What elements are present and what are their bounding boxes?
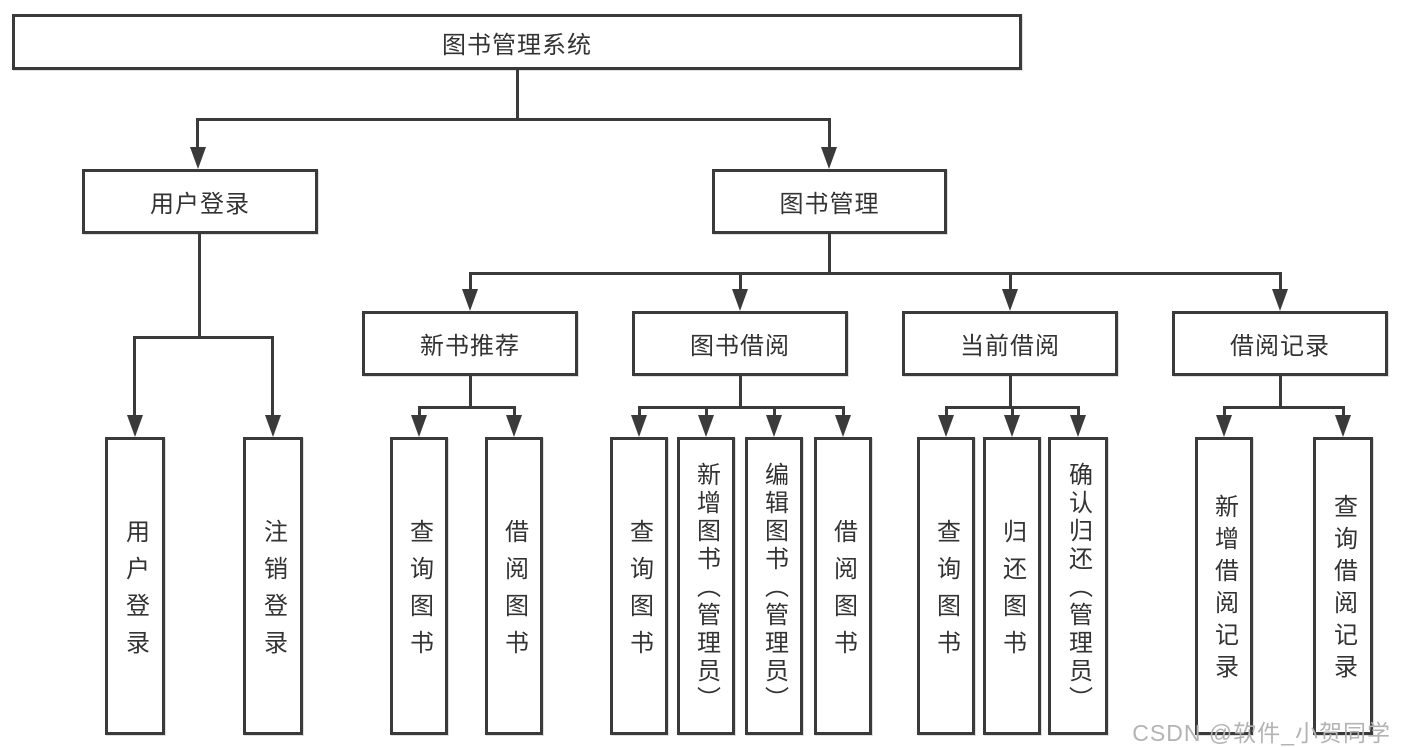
node-user-login-label: 用户登录 bbox=[150, 191, 250, 218]
node-current-borrow-label: 当前借阅 bbox=[960, 333, 1060, 360]
connector-drop-br-query bbox=[1342, 406, 1345, 418]
arrowhead-down-icon bbox=[821, 147, 837, 169]
connector-book-mgmt-bar bbox=[469, 272, 1282, 275]
arrowhead-down-icon bbox=[1070, 415, 1086, 437]
connector-book-borrow-bar bbox=[638, 406, 845, 409]
node-current-borrow: 当前借阅 bbox=[902, 311, 1118, 376]
node-root: 图书管理系统 bbox=[12, 14, 1022, 70]
arrowhead-down-icon bbox=[938, 415, 954, 437]
connector-drop-new-books bbox=[469, 272, 472, 291]
connector-drop-cb-return bbox=[1011, 406, 1014, 418]
arrowhead-down-icon bbox=[1335, 415, 1351, 437]
node-leaf-cb-confirm-label: 确认归还（管理员） bbox=[1064, 462, 1092, 714]
node-leaf-bb-borrow-label: 借阅图书 bbox=[829, 518, 857, 667]
connector-current-borrow-stem bbox=[1009, 376, 1012, 409]
node-leaf-logout: 注销登录 bbox=[243, 437, 303, 735]
node-book-mgmt: 图书管理 bbox=[712, 169, 947, 234]
connector-drop-logout bbox=[271, 336, 274, 416]
connector-borrow-records-bar bbox=[1223, 406, 1345, 409]
node-book-borrow-label: 图书借阅 bbox=[690, 333, 790, 360]
node-leaf-cb-query: 查询图书 bbox=[917, 437, 975, 735]
node-leaf-bb-query: 查询图书 bbox=[610, 437, 668, 735]
node-leaf-br-query-label: 查询借阅记录 bbox=[1329, 494, 1357, 686]
connector-root-stem bbox=[516, 70, 519, 121]
arrowhead-down-icon bbox=[732, 289, 748, 311]
node-leaf-bb-borrow: 借阅图书 bbox=[814, 437, 872, 735]
node-leaf-nb-borrow: 借阅图书 bbox=[485, 437, 543, 735]
node-leaf-bb-edit-label: 编辑图书（管理员） bbox=[760, 462, 788, 714]
connector-book-mgmt-stem bbox=[828, 234, 831, 275]
node-leaf-br-query: 查询借阅记录 bbox=[1313, 437, 1373, 735]
arrowhead-down-icon bbox=[835, 415, 851, 437]
connector-drop-book-borrow bbox=[739, 272, 742, 291]
arrowhead-down-icon bbox=[1272, 289, 1288, 311]
connector-drop-borrow-records bbox=[1279, 272, 1282, 291]
node-borrow-records: 借阅记录 bbox=[1172, 311, 1388, 376]
node-leaf-br-add-label: 新增借阅记录 bbox=[1210, 494, 1238, 686]
arrowhead-down-icon bbox=[190, 147, 206, 169]
connector-drop-user-login bbox=[196, 118, 199, 150]
connector-drop-current-borrow bbox=[1009, 272, 1012, 291]
node-book-mgmt-label: 图书管理 bbox=[779, 191, 880, 218]
node-leaf-cb-return: 归还图书 bbox=[983, 437, 1041, 735]
node-leaf-bb-add-label: 新增图书（管理员） bbox=[692, 462, 720, 714]
connector-user-login-stem bbox=[198, 234, 201, 338]
watermark: CSDN @软件_小贺同学 bbox=[1132, 720, 1391, 746]
node-leaf-bb-add: 新增图书（管理员） bbox=[677, 437, 735, 735]
node-new-books-label: 新书推荐 bbox=[420, 333, 520, 360]
connector-drop-nb-borrow bbox=[513, 406, 516, 418]
node-leaf-nb-borrow-label: 借阅图书 bbox=[500, 518, 528, 667]
node-borrow-records-label: 借阅记录 bbox=[1230, 333, 1330, 360]
connector-drop-bb-borrow bbox=[842, 406, 845, 418]
arrowhead-down-icon bbox=[127, 415, 143, 437]
node-leaf-login: 用户登录 bbox=[105, 437, 165, 735]
node-leaf-cb-return-label: 归还图书 bbox=[998, 518, 1026, 667]
node-leaf-logout-label: 注销登录 bbox=[259, 518, 287, 667]
connector-drop-bb-edit bbox=[773, 406, 776, 418]
node-new-books: 新书推荐 bbox=[362, 311, 578, 376]
connector-book-borrow-stem bbox=[739, 376, 742, 409]
connector-user-login-bar bbox=[133, 336, 274, 339]
node-leaf-cb-query-label: 查询图书 bbox=[932, 518, 960, 667]
arrowhead-down-icon bbox=[1004, 415, 1020, 437]
node-leaf-login-label: 用户登录 bbox=[121, 518, 149, 667]
connector-drop-br-add bbox=[1223, 406, 1226, 418]
arrowhead-down-icon bbox=[265, 415, 281, 437]
connector-drop-cb-query bbox=[945, 406, 948, 418]
node-leaf-cb-confirm: 确认归还（管理员） bbox=[1048, 437, 1108, 735]
arrowhead-down-icon bbox=[462, 289, 478, 311]
arrowhead-down-icon bbox=[1002, 289, 1018, 311]
connector-root-bar bbox=[196, 118, 831, 121]
connector-drop-nb-query bbox=[418, 406, 421, 418]
connector-drop-bb-query bbox=[638, 406, 641, 418]
node-leaf-br-add: 新增借阅记录 bbox=[1195, 437, 1253, 735]
node-root-label: 图书管理系统 bbox=[442, 31, 592, 59]
arrowhead-down-icon bbox=[506, 415, 522, 437]
arrowhead-down-icon bbox=[698, 415, 714, 437]
connector-borrow-records-stem bbox=[1279, 376, 1282, 409]
connector-drop-login bbox=[133, 336, 136, 416]
node-leaf-bb-query-label: 查询图书 bbox=[625, 518, 653, 667]
connector-new-books-bar bbox=[418, 406, 516, 409]
connector-drop-book-mgmt bbox=[828, 118, 831, 150]
node-book-borrow: 图书借阅 bbox=[632, 311, 848, 376]
arrowhead-down-icon bbox=[1216, 415, 1232, 437]
arrowhead-down-icon bbox=[411, 415, 427, 437]
connector-new-books-stem bbox=[469, 376, 472, 409]
node-user-login: 用户登录 bbox=[82, 169, 318, 234]
node-leaf-nb-query: 查询图书 bbox=[390, 437, 448, 735]
node-leaf-bb-edit: 编辑图书（管理员） bbox=[745, 437, 803, 735]
arrowhead-down-icon bbox=[631, 415, 647, 437]
arrowhead-down-icon bbox=[766, 415, 782, 437]
connector-drop-bb-add bbox=[705, 406, 708, 418]
node-leaf-nb-query-label: 查询图书 bbox=[405, 518, 433, 667]
connector-drop-cb-confirm bbox=[1077, 406, 1080, 418]
